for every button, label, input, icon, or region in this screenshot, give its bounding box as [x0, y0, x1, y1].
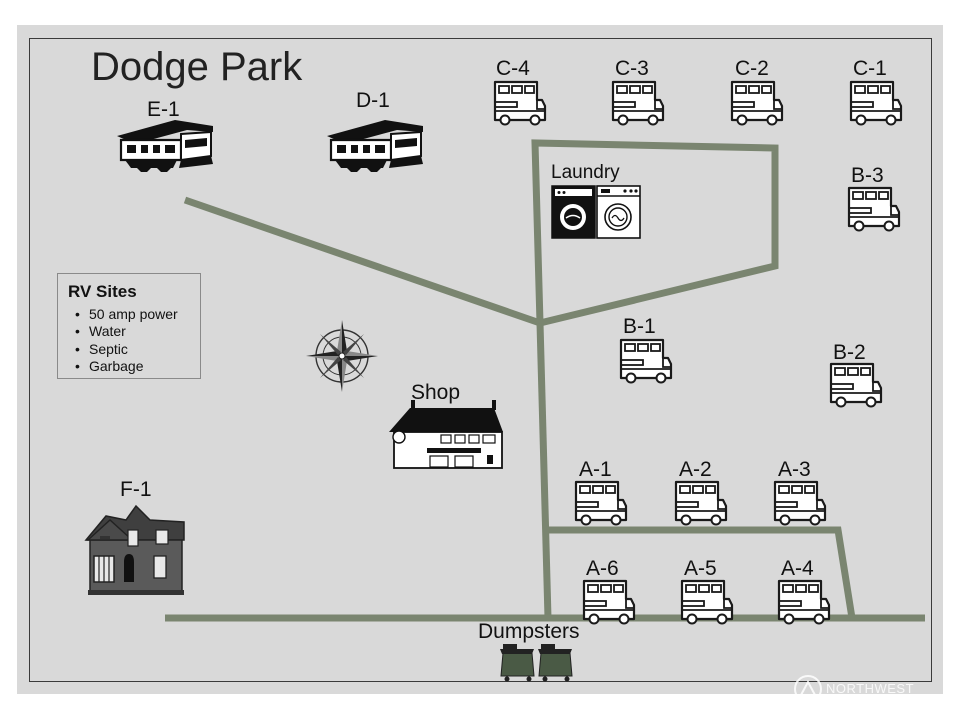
site-label-c3: C-3 [615, 57, 649, 80]
manufactured-home-icon-e1 [115, 118, 215, 174]
legend-heading: RV Sites [68, 282, 137, 301]
site-label-a4: A-4 [781, 557, 814, 580]
site-label-a1: A-1 [579, 458, 612, 481]
site-label-c4: C-4 [496, 57, 530, 80]
site-label-a5: A-5 [684, 557, 717, 580]
rv-icon-b2 [829, 362, 883, 408]
shop-building-icon [389, 400, 503, 469]
washer-dryer-icon [551, 185, 641, 239]
legend-list: 50 amp power Water Septic Garbage [66, 306, 192, 376]
northwest-logo-icon [794, 675, 822, 703]
shop-label: Shop [411, 381, 461, 404]
site-label-b2: B-2 [833, 341, 866, 364]
dumpster-icon-1 [500, 644, 535, 682]
legend-item: Garbage [75, 358, 192, 376]
legend-item: Septic [75, 341, 192, 359]
road-main-vertical [536, 322, 552, 619]
rv-icon-b1 [619, 338, 673, 384]
house-icon-f1 [84, 504, 185, 595]
road-northwest [183, 196, 542, 327]
road-network [165, 139, 925, 622]
laundry-label: Laundry [551, 162, 620, 183]
site-label-b1: B-1 [623, 315, 656, 338]
legend-item: Water [75, 323, 192, 341]
map-title: Dodge Park [91, 45, 303, 89]
rv-icon-c1 [849, 80, 903, 126]
site-label-a6: A-6 [586, 557, 619, 580]
dumpsters-label: Dumpsters [478, 620, 580, 643]
manufactured-home-icon-d1 [325, 118, 425, 174]
legend-item: 50 amp power [75, 306, 192, 324]
site-label-e1: E-1 [147, 98, 180, 121]
rv-icon-a5 [680, 579, 734, 625]
compass-rose-icon [306, 320, 378, 392]
site-label-d1: D-1 [356, 89, 390, 112]
site-label-b3: B-3 [851, 164, 884, 187]
road-laundry-loop [531, 139, 779, 327]
site-label-c1: C-1 [853, 57, 887, 80]
watermark-text: NORTHWEST [826, 681, 915, 696]
rv-icon-c3 [611, 80, 665, 126]
site-label-a3: A-3 [778, 458, 811, 481]
rv-icon-a1 [574, 480, 628, 526]
rv-icon-a3 [773, 480, 827, 526]
dumpster-icon-2 [538, 644, 573, 682]
rv-icon-a6 [582, 579, 636, 625]
rv-sites-legend: RV Sites 50 amp power Water Septic Garba… [57, 273, 201, 379]
road-a-loop [548, 526, 856, 619]
site-label-f1: F-1 [120, 478, 152, 501]
rv-icon-c2 [730, 80, 784, 126]
site-label-c2: C-2 [735, 57, 769, 80]
rv-icon-a2 [674, 480, 728, 526]
site-label-a2: A-2 [679, 458, 712, 481]
rv-icon-c4 [493, 80, 547, 126]
rv-icon-a4 [777, 579, 831, 625]
rv-icon-b3 [847, 186, 901, 232]
